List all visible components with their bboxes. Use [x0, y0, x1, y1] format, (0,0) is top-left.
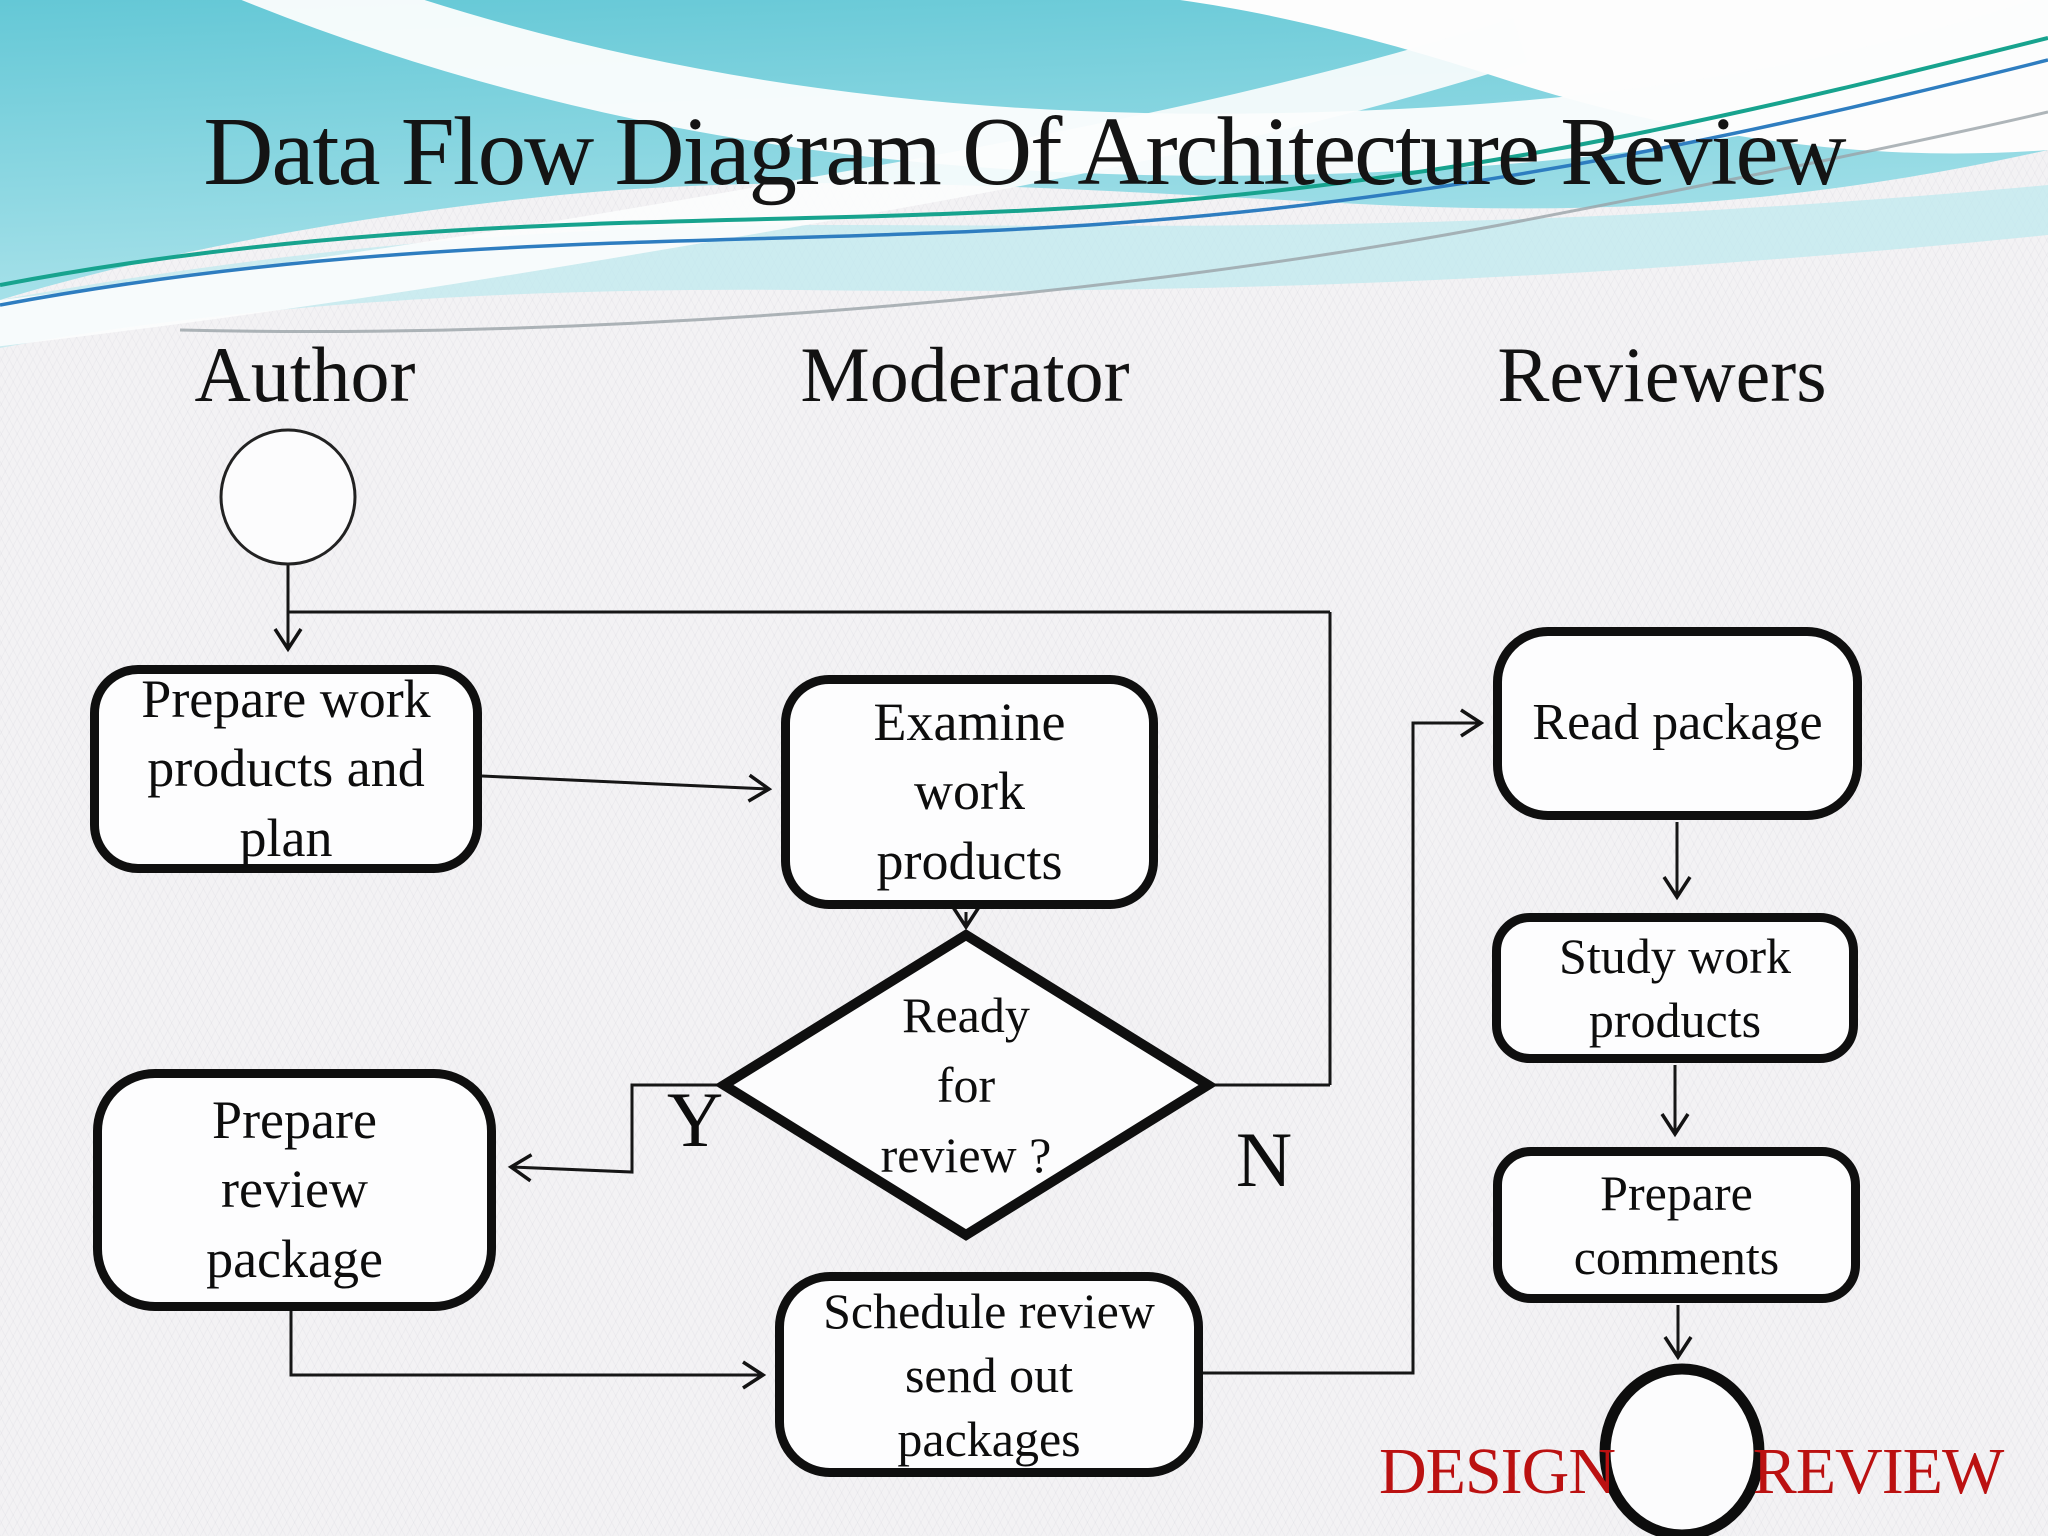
node-prepare-work-products — [90, 665, 482, 873]
wave-soft-teal-band — [0, 185, 2048, 348]
node-examine-work-products — [781, 675, 1158, 909]
edge-schedule-to-read-package — [1203, 708, 1485, 1375]
branch-label-no: N — [1235, 1116, 1293, 1203]
edge-prepare-work-to-examine — [481, 773, 773, 803]
edge-prepare-review-to-schedule — [289, 1311, 767, 1390]
wave-thin-line-blue — [0, 58, 2048, 307]
start-circle — [219, 428, 357, 566]
branch-label-yes: Y — [666, 1076, 724, 1163]
label-prepare-comments: Prepare comments — [1573, 1165, 1780, 1285]
wave-thin-line-gray — [179, 110, 2048, 334]
label-study-work-products: Study work products — [1559, 928, 1791, 1048]
edge-decision-yes-to-prepare-review — [507, 1083, 725, 1183]
column-header-author: Author — [194, 331, 416, 418]
column-header-reviewers: Reviewers — [1497, 331, 1827, 418]
node-prepare-review-package — [93, 1069, 496, 1311]
page-title: Data Flow Diagram Of Architecture Review — [203, 98, 1846, 205]
label-prepare-review-package: Prepare review package — [206, 1090, 383, 1289]
end-circle — [1599, 1363, 1765, 1536]
node-schedule-review — [775, 1272, 1203, 1477]
label-decision-ready-for-review: Ready for review ? — [880, 987, 1052, 1183]
column-header-moderator: Moderator — [800, 331, 1130, 418]
label-examine-work-products: Examine work products — [873, 692, 1066, 891]
node-prepare-comments — [1493, 1147, 1860, 1303]
label-schedule-review: Schedule review send out packages — [823, 1282, 1155, 1467]
label-prepare-work-products: Prepare work products and plan — [141, 669, 431, 868]
node-read-package — [1493, 627, 1862, 820]
header-wave-decoration — [0, 0, 2048, 348]
decision-diamond — [714, 929, 1218, 1241]
label-read-package: Read package — [1532, 694, 1823, 752]
footer-review-text: REVIEW — [1752, 1435, 2005, 1508]
wave-thin-line-green — [0, 36, 2048, 287]
node-study-work-products — [1492, 913, 1858, 1063]
wave-white-swoosh-lower — [0, 18, 1528, 347]
footer-design-text: DESIGN — [1379, 1435, 1616, 1508]
wave-white-swoosh-upper — [241, 0, 2048, 176]
